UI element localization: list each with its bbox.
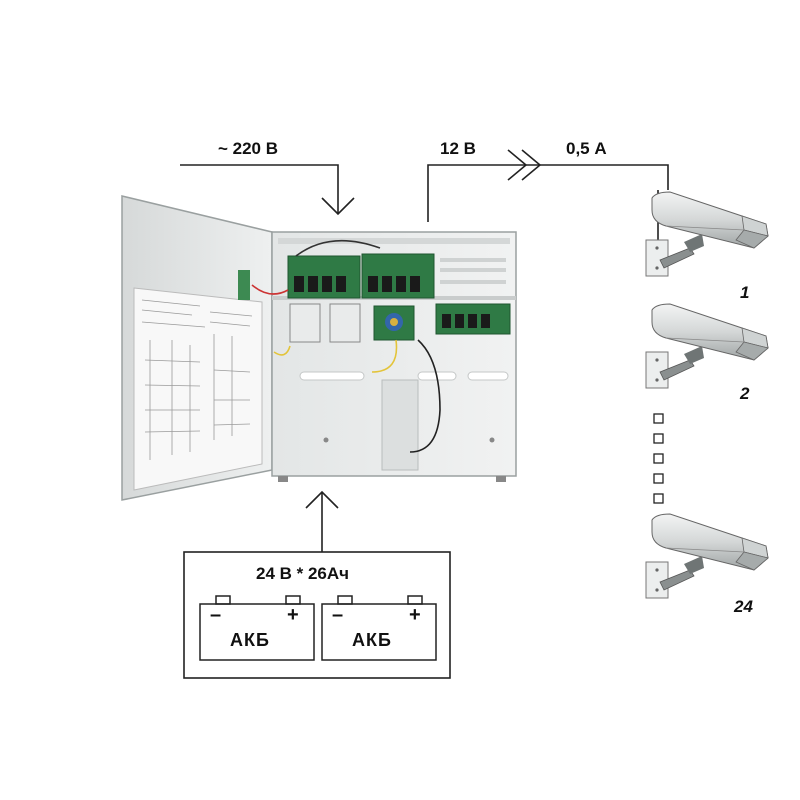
battery-2-label: АКБ bbox=[352, 630, 392, 650]
current-label: 0,5 А bbox=[566, 139, 607, 158]
cabinet-door bbox=[121, 195, 273, 501]
battery-2 bbox=[321, 595, 437, 661]
camera-icon-2 bbox=[645, 303, 769, 389]
camera-number-1: 1 bbox=[740, 283, 750, 302]
camera-icon-24 bbox=[645, 513, 769, 599]
battery-1-plus: + bbox=[287, 604, 299, 626]
battery-2-plus: + bbox=[409, 604, 421, 626]
ac-input-label: ~ 220 В bbox=[218, 139, 279, 158]
ellipsis-dots bbox=[653, 413, 664, 504]
battery-1-minus: – bbox=[210, 604, 222, 626]
dc-output-label: 12 В bbox=[440, 139, 476, 158]
camera-number-2: 2 bbox=[740, 384, 750, 403]
power-boards bbox=[287, 253, 511, 343]
battery-1 bbox=[199, 595, 315, 661]
camera-number-24: 24 bbox=[734, 597, 753, 616]
battery-frame bbox=[183, 551, 451, 679]
battery-2-minus: – bbox=[332, 604, 344, 626]
battery-1-label: АКБ bbox=[230, 630, 270, 650]
battery-spec-label: 24 В * 26Ач bbox=[256, 564, 350, 583]
camera-icon-1 bbox=[645, 191, 769, 277]
wires bbox=[251, 239, 441, 453]
